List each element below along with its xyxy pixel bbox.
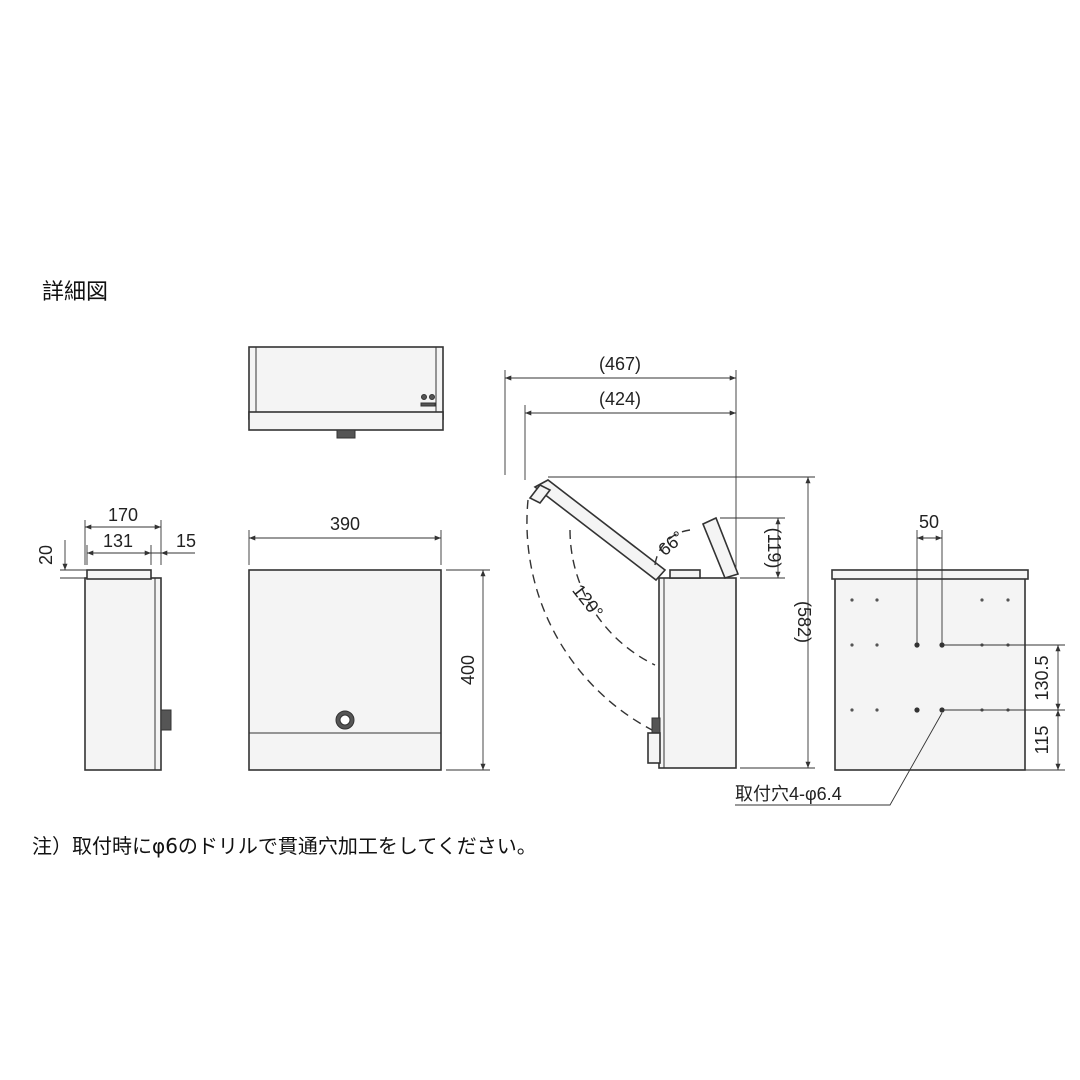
open-view-body: [658, 577, 737, 769]
dim-label-115: 115: [1032, 726, 1052, 755]
back-view: 50 130.5 115 取付穴4-φ6.4: [735, 512, 1065, 806]
top-view-logo-mark: [421, 394, 427, 400]
dim-label-400: 400: [458, 655, 478, 685]
dim-label-20: 20: [36, 545, 56, 565]
angle-arc-66: [654, 529, 691, 566]
open-view-front-plate: [647, 732, 661, 764]
side-view-body: [84, 577, 162, 771]
swing-arc-outer: [526, 499, 653, 731]
open-lid: [701, 516, 740, 579]
top-view-body: [248, 346, 444, 420]
back-view-dots: [850, 598, 1010, 712]
lock-keyhole: [339, 714, 351, 726]
mounting-hole: [914, 707, 920, 713]
top-view-logo-bar: [420, 402, 436, 407]
open-view-slot: [669, 569, 701, 579]
angle-label-120: 120°: [568, 580, 607, 622]
dim-label-50: 50: [919, 512, 939, 532]
side-view-lid: [86, 569, 152, 580]
hole-label: 取付穴4-φ6.4: [735, 784, 842, 804]
install-note: 注）取付時にφ6のドリルで貫通穴加工をしてください。: [32, 834, 537, 858]
open-flap-tip: [528, 483, 552, 505]
swing-arc-inner: [569, 529, 656, 666]
open-lid-view: 120° 66° (467) (424) (119) (582): [504, 354, 815, 769]
dim-label-15: 15: [176, 531, 196, 551]
dim-label-130-5: 130.5: [1032, 655, 1052, 700]
dim-label-467: (467): [599, 354, 641, 374]
top-view-lock-tab: [336, 429, 356, 439]
open-flap: [533, 479, 667, 582]
dim-label-390: 390: [330, 514, 360, 534]
front-view: 390 400: [248, 514, 490, 771]
top-view-logo-mark-2: [429, 394, 435, 400]
open-view-hinge: [651, 717, 661, 735]
dim-label-170: 170: [108, 505, 138, 525]
drawing-title: 詳細図: [42, 280, 108, 305]
dim-label-424: (424): [599, 389, 641, 409]
dim-label-582: (582): [794, 601, 814, 643]
dim-label-131: 131: [103, 531, 133, 551]
side-view-hinge: [160, 709, 172, 731]
top-view-front-strip: [248, 411, 444, 431]
side-view: 170 131 15 20: [36, 505, 196, 771]
dim-label-119: (119): [764, 528, 784, 569]
back-view-top-rim: [831, 569, 1029, 580]
leader-line: [735, 712, 943, 806]
front-view-body: [248, 569, 442, 771]
back-view-body: [834, 577, 1026, 771]
top-view: [248, 346, 444, 439]
mounting-holes: [914, 642, 945, 713]
